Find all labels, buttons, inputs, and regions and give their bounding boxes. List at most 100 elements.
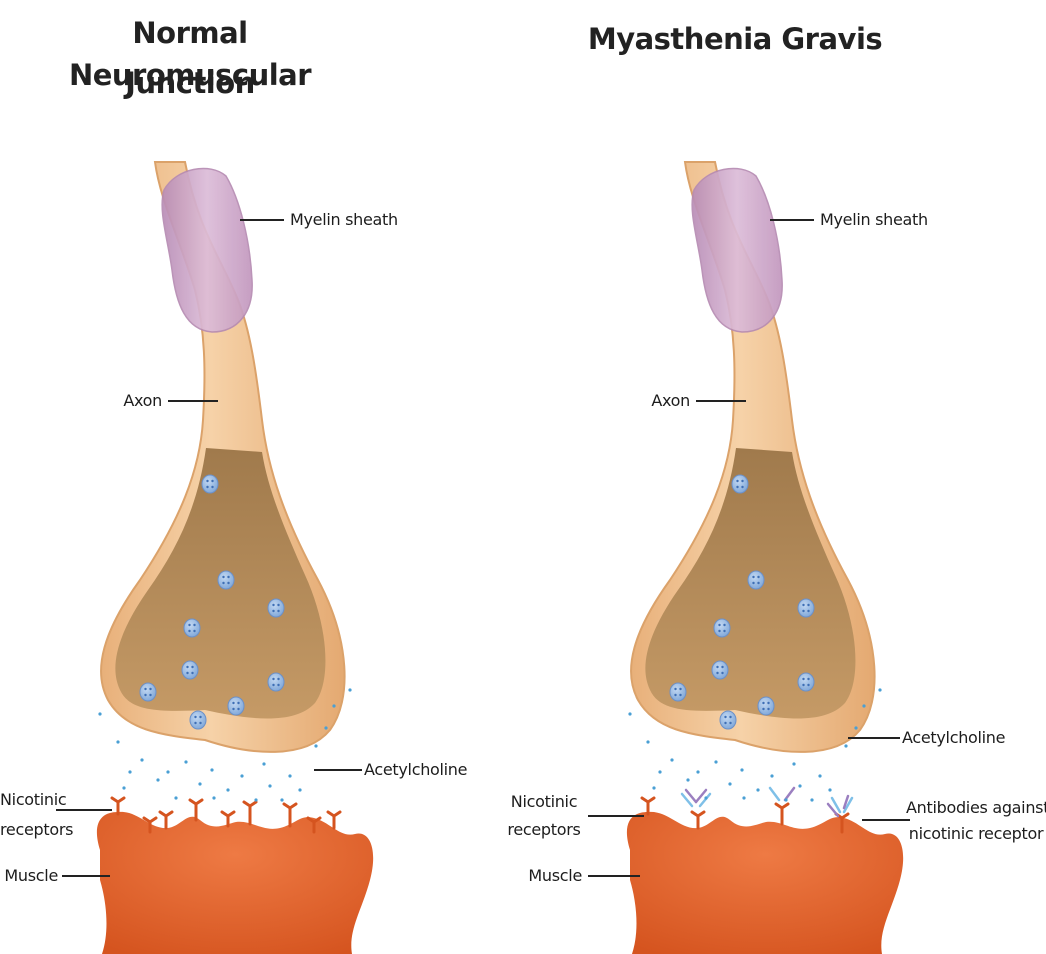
muscle-shape bbox=[96, 811, 374, 954]
acetylcholine-dot bbox=[262, 762, 266, 766]
synaptic-vesicle bbox=[713, 618, 731, 638]
vesicle-content bbox=[802, 609, 805, 613]
vesicle-content bbox=[721, 671, 724, 675]
acetylcholine-dot bbox=[254, 798, 258, 802]
label-axon-right: Axon bbox=[651, 391, 690, 410]
vesicle-content bbox=[188, 623, 191, 627]
synaptic-vesicle bbox=[797, 672, 815, 692]
acetylcholine-dot bbox=[268, 784, 272, 788]
vesicle-content bbox=[736, 479, 739, 483]
vesicle-content bbox=[206, 479, 209, 483]
label-antibodies-line1: Antibodies against bbox=[906, 798, 1046, 817]
acetylcholine-dot bbox=[226, 788, 230, 792]
vesicle-content bbox=[222, 581, 225, 585]
vesicle-content bbox=[716, 665, 719, 669]
muscle-shape bbox=[626, 811, 904, 954]
vesicle-content bbox=[729, 721, 732, 725]
vesicle-content bbox=[206, 485, 209, 489]
vesicle-content bbox=[144, 687, 147, 691]
vesicle-content bbox=[736, 485, 739, 489]
label-receptors-left-line1: Nicotinic bbox=[0, 790, 67, 809]
vesicle-content bbox=[237, 707, 240, 711]
vesicle-content bbox=[679, 687, 682, 691]
title-normal-line2: Junction bbox=[125, 66, 255, 100]
vesicle-content bbox=[222, 575, 225, 579]
vesicle-content bbox=[191, 671, 194, 675]
acetylcholine-dot bbox=[98, 712, 102, 716]
acetylcholine-dot bbox=[210, 768, 214, 772]
vesicle-content bbox=[716, 671, 719, 675]
vesicle-content bbox=[802, 683, 805, 687]
acetylcholine-dot bbox=[652, 786, 656, 790]
acetylcholine-dot bbox=[240, 774, 244, 778]
vesicle-content bbox=[752, 575, 755, 579]
vesicle-content bbox=[723, 623, 726, 627]
acetylcholine-dot bbox=[348, 688, 352, 692]
vesicle-content bbox=[194, 721, 197, 725]
vesicle-content bbox=[193, 629, 196, 633]
acetylcholine-dot bbox=[728, 782, 732, 786]
synaptic-vesicle bbox=[227, 696, 245, 716]
vesicle-content bbox=[724, 721, 727, 725]
vesicle-content bbox=[188, 629, 191, 633]
synaptic-vesicle bbox=[217, 570, 235, 590]
label-receptors-right-line2: receptors bbox=[507, 820, 581, 839]
acetylcholine-dot bbox=[628, 712, 632, 716]
vesicle-content bbox=[718, 623, 721, 627]
acetylcholine-dot bbox=[742, 796, 746, 800]
label-axon-left: Axon bbox=[123, 391, 162, 410]
vesicle-content bbox=[679, 693, 682, 697]
vesicle-content bbox=[277, 683, 280, 687]
acetylcholine-dot bbox=[784, 798, 788, 802]
synaptic-vesicle bbox=[181, 660, 199, 680]
vesicle-content bbox=[232, 707, 235, 711]
vesicle-content bbox=[144, 693, 147, 697]
vesicle-content bbox=[674, 693, 677, 697]
vesicle-content bbox=[718, 629, 721, 633]
vesicle-content bbox=[802, 677, 805, 681]
synaptic-vesicle bbox=[731, 474, 749, 494]
acetylcholine-dot bbox=[298, 788, 302, 792]
vesicle-content bbox=[277, 603, 280, 607]
acetylcholine-dot bbox=[878, 688, 882, 692]
acetylcholine-dot bbox=[128, 770, 132, 774]
label-acetylcholine-right: Acetylcholine bbox=[902, 728, 1006, 747]
synaptic-vesicle bbox=[267, 598, 285, 618]
acetylcholine-dot bbox=[314, 744, 318, 748]
vesicle-content bbox=[149, 687, 152, 691]
acetylcholine-dot bbox=[140, 758, 144, 762]
acetylcholine-dot bbox=[810, 798, 814, 802]
vesicle-content bbox=[807, 677, 810, 681]
acetylcholine-dot bbox=[288, 774, 292, 778]
synaptic-vesicle bbox=[669, 682, 687, 702]
leader-lines-left bbox=[56, 219, 362, 877]
title-myasthenia-gravis: Myasthenia Gravis bbox=[587, 22, 883, 56]
acetylcholine-dot bbox=[184, 760, 188, 764]
myasthenia-gravis-panel bbox=[626, 161, 904, 954]
leader-lines-right bbox=[588, 219, 910, 877]
vesicle-content bbox=[762, 701, 765, 705]
vesicle-content bbox=[194, 715, 197, 719]
acetylcholine-dot bbox=[862, 704, 866, 708]
vesicle-content bbox=[721, 665, 724, 669]
vesicle-content bbox=[193, 623, 196, 627]
vesicle-content bbox=[802, 603, 805, 607]
label-muscle-right: Muscle bbox=[528, 866, 582, 885]
vesicle-content bbox=[232, 701, 235, 705]
acetylcholine-dot bbox=[324, 726, 328, 730]
acetylcholine-dot bbox=[704, 796, 708, 800]
acetylcholine-dot bbox=[670, 758, 674, 762]
vesicle-content bbox=[729, 715, 732, 719]
vesicle-content bbox=[674, 687, 677, 691]
vesicle-content bbox=[767, 701, 770, 705]
label-receptors-right-line1: Nicotinic bbox=[510, 792, 578, 811]
acetylcholine-dot bbox=[198, 782, 202, 786]
nicotinic-receptors-blocked bbox=[640, 796, 850, 834]
vesicles-and-acetylcholine-right bbox=[628, 474, 882, 802]
acetylcholine-dot bbox=[116, 740, 120, 744]
synaptic-vesicle bbox=[747, 570, 765, 590]
vesicle-content bbox=[807, 609, 810, 613]
synaptic-vesicle bbox=[711, 660, 729, 680]
